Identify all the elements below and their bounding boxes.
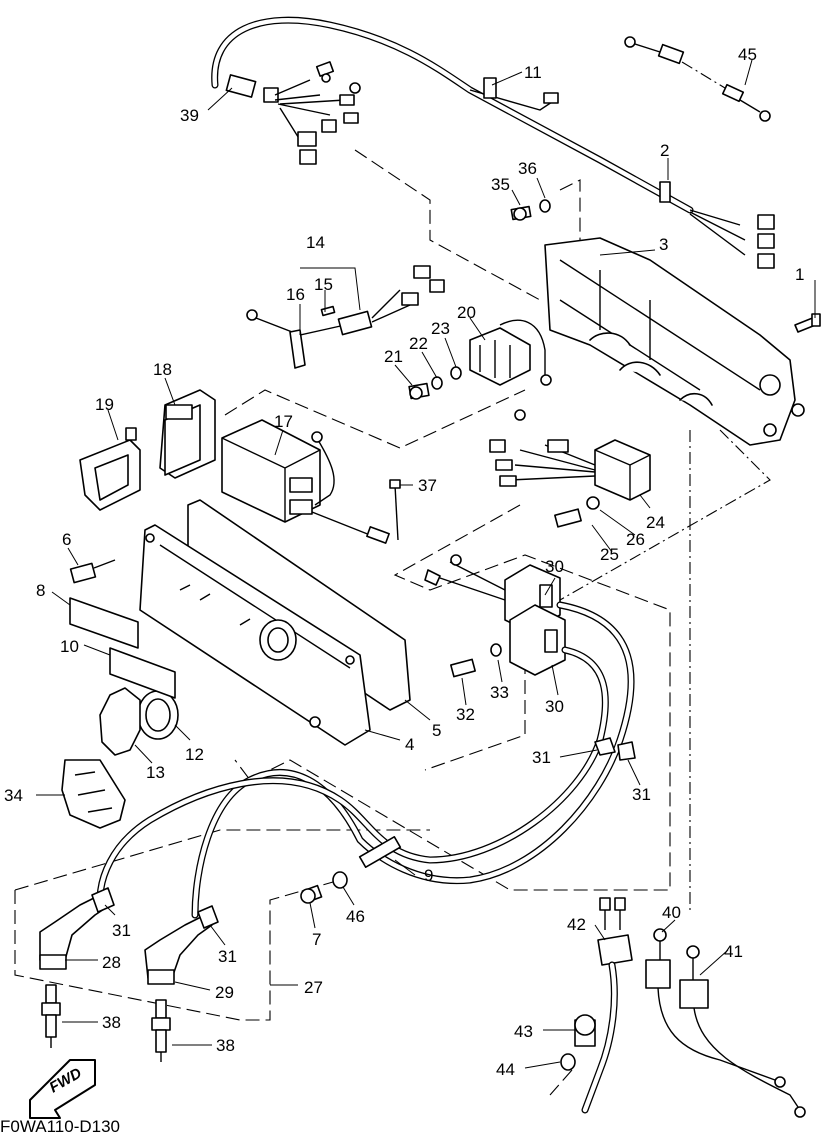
part-9-sleeve [358,836,402,868]
part-17-cdi-unit [221,419,390,544]
callout-4: 4 [405,735,414,754]
callout-31a: 31 [112,921,131,940]
callout-31b: 31 [218,947,237,966]
callout-18: 18 [153,360,172,379]
callout-25: 25 [600,545,619,564]
part-18-bracket [159,389,216,479]
part-38-spark-plug-1 [41,984,61,1048]
callout-32: 32 [456,705,475,724]
part-37-cable-tie [389,479,401,541]
callout-31c: 31 [532,748,551,767]
callout-17: 17 [274,412,293,431]
callout-23: 23 [431,319,450,338]
figure-code: F0WA110-D130 [0,1117,120,1136]
part-29-plug-cap [144,905,219,985]
callout-12: 12 [185,745,204,764]
callout-numbers: 1 2 3 4 5 6 8 10 11 12 13 14 15 16 17 18… [4,45,804,1079]
callout-43: 43 [514,1022,533,1041]
part-30-ignition-coils [424,554,566,678]
callout-30b: 30 [545,697,564,716]
part-14-16-sub-harness [246,265,445,369]
high-tension-leads [96,601,636,919]
callout-3: 3 [659,235,668,254]
callout-42: 42 [567,915,586,934]
part-1-bolt [794,313,821,333]
part-20-rectifier-regulator [408,319,552,400]
callout-37: 37 [418,476,437,495]
callout-6: 6 [62,530,71,549]
callout-21: 21 [384,347,403,366]
part-42-switch [581,897,633,1114]
callout-35: 35 [491,175,510,194]
callout-14: 14 [306,233,325,252]
callout-34: 34 [4,786,23,805]
callout-30a: 30 [545,557,564,576]
callout-31d: 31 [632,785,651,804]
callout-28: 28 [102,953,121,972]
callout-44: 44 [496,1060,515,1079]
callout-11: 11 [524,63,542,82]
part-35-36-bolt-washer [510,199,551,221]
callout-45: 45 [738,45,757,64]
callout-36: 36 [518,159,537,178]
callout-1: 1 [795,265,804,284]
callout-38b: 38 [216,1036,235,1055]
part-40-switch [645,928,786,1088]
callout-5: 5 [432,721,441,740]
part-28-plug-cap [39,887,115,970]
callout-46: 46 [346,907,365,926]
part-41-switch [679,945,806,1118]
part-3-electrical-box [544,237,805,446]
part-45-lead [624,36,771,122]
main-wire-harness [211,16,775,269]
part-19-bracket [79,427,141,511]
part-6-bolt [69,559,116,584]
callout-40: 40 [662,903,681,922]
callout-26: 26 [626,530,645,549]
callout-27: 27 [304,978,323,997]
callout-20: 20 [457,303,476,322]
part-34-holder [61,759,126,829]
callout-9: 9 [424,866,433,885]
callout-8: 8 [36,581,45,600]
callout-10: 10 [60,637,79,656]
part-24-relay [489,409,651,528]
callout-19: 19 [95,395,114,414]
part-12-13-grommet-cap [99,619,297,756]
callout-leaders [36,59,816,1069]
part-4-5-cover-gasket [139,499,411,746]
part-8-10-decals [69,597,176,699]
fwd-arrow: FWD [29,1059,96,1119]
callout-39: 39 [180,106,199,125]
callout-13: 13 [146,763,165,782]
callout-41: 41 [724,942,743,961]
part-43-44-knob-washer [549,1014,596,1096]
callout-33: 33 [490,683,509,702]
callout-16: 16 [286,285,305,304]
callout-2: 2 [660,141,669,160]
part-7-46-bolt-collar [300,871,348,904]
part-38-spark-plug-2 [151,999,171,1062]
callout-7: 7 [312,930,321,949]
callout-38a: 38 [102,1013,121,1032]
callout-22: 22 [409,334,428,353]
callout-15: 15 [314,275,333,294]
callout-24: 24 [646,513,665,532]
callout-29: 29 [215,983,234,1002]
